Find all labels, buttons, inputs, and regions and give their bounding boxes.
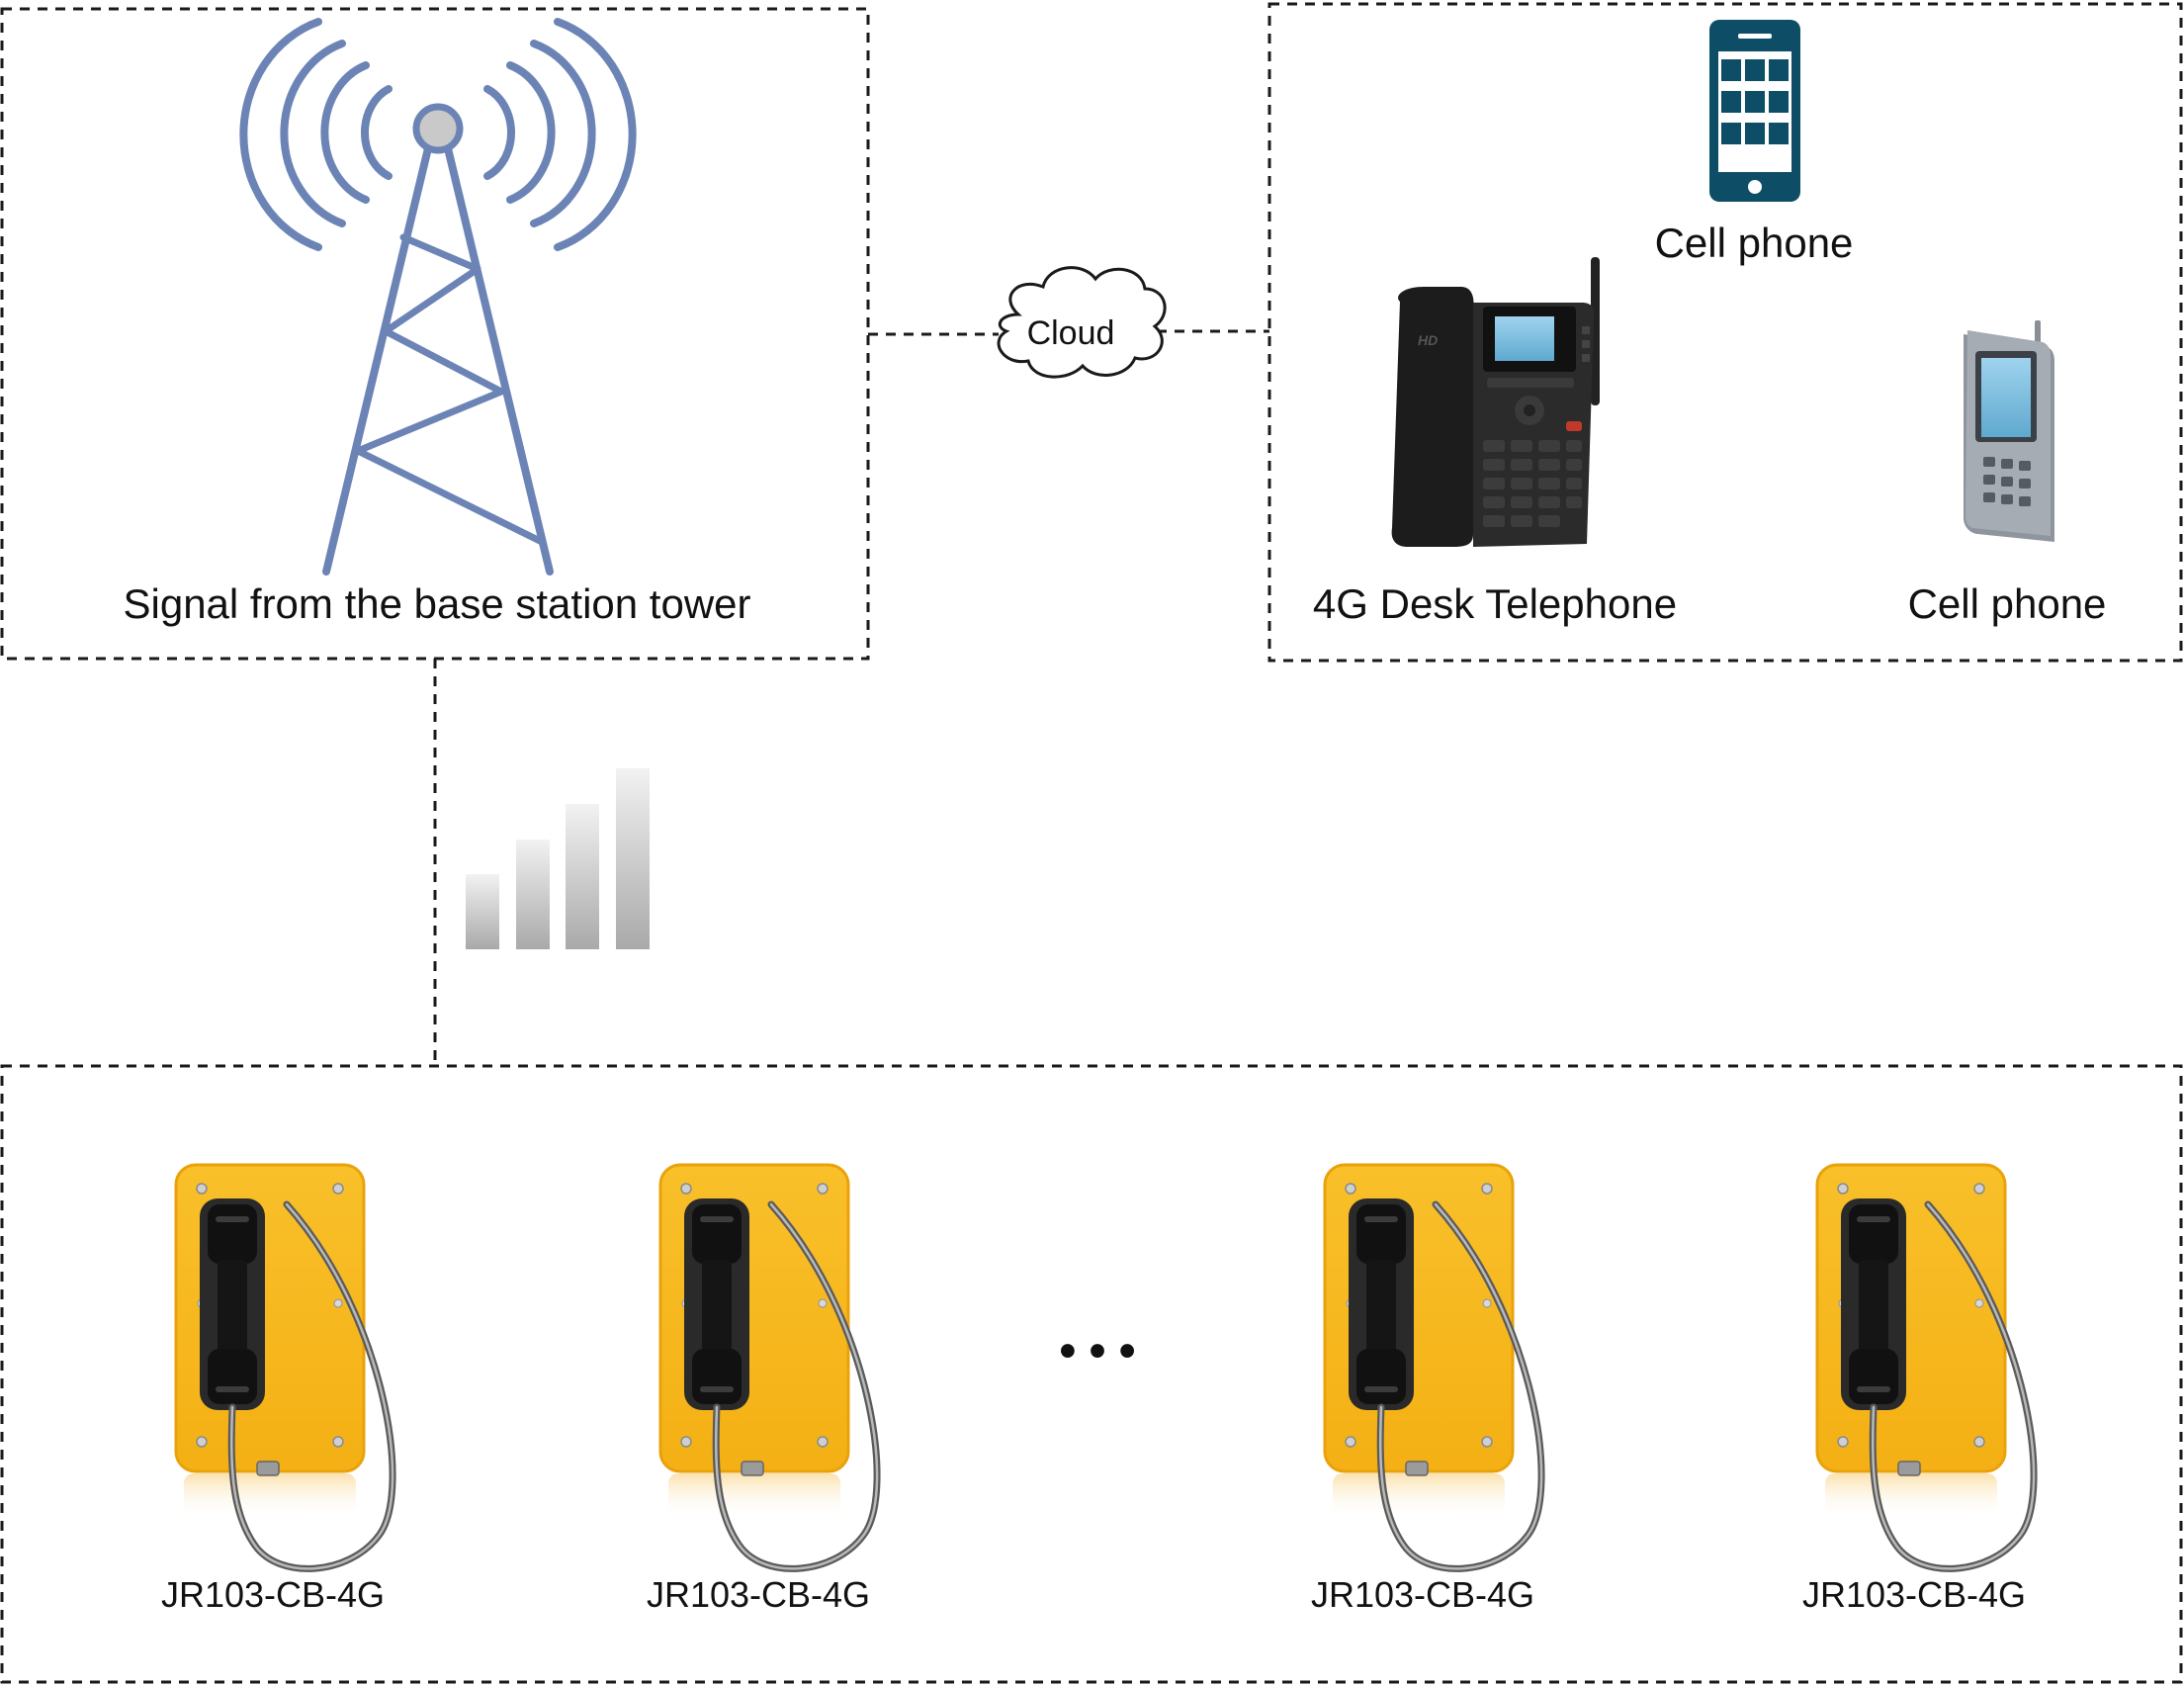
cloud-icon	[997, 266, 1167, 379]
cloud-label: Cloud	[1027, 314, 1115, 352]
svg-text:HD: HD	[1418, 332, 1438, 348]
smartphone-icon	[1709, 20, 1800, 202]
tower-antenna-ball	[412, 103, 464, 154]
terminal-model-label: JR103-CB-4G	[1311, 1574, 1534, 1615]
signal-bar-4	[616, 768, 650, 949]
desk-phone-label: 4G Desk Telephone	[1313, 580, 1677, 627]
terminal-4: JR103-CB-4G	[1802, 1165, 2034, 1615]
terminal-1: JR103-CB-4G	[161, 1165, 393, 1615]
desk-phone-icon: HD	[1391, 257, 1600, 547]
more-terminals-ellipsis: • • •	[1059, 1325, 1135, 1377]
emergency-phone-icon	[660, 1165, 877, 1568]
terminal-model-label: JR103-CB-4G	[1802, 1574, 2026, 1615]
feature-phone-icon	[1964, 320, 2054, 542]
signal-bar-2	[516, 840, 550, 949]
tower-label: Signal from the base station tower	[123, 580, 750, 627]
terminal-2: JR103-CB-4G	[647, 1165, 877, 1615]
terminal-model-label: JR103-CB-4G	[647, 1574, 870, 1615]
emergency-phone-icon	[1325, 1165, 1541, 1568]
terminal-model-label: JR103-CB-4G	[161, 1574, 385, 1615]
terminals-box	[0, 1064, 2183, 1684]
signal-strength-icon	[466, 768, 650, 949]
signal-bar-1	[466, 874, 499, 949]
emergency-phone-icon	[176, 1165, 393, 1568]
feature-phone-label: Cell phone	[1908, 580, 2107, 627]
smartphone-label: Cell phone	[1655, 220, 1854, 266]
emergency-phone-icon	[1817, 1165, 2034, 1568]
signal-bar-3	[566, 804, 599, 949]
tower-icon	[239, 18, 637, 576]
terminal-3: JR103-CB-4G	[1311, 1165, 1541, 1615]
